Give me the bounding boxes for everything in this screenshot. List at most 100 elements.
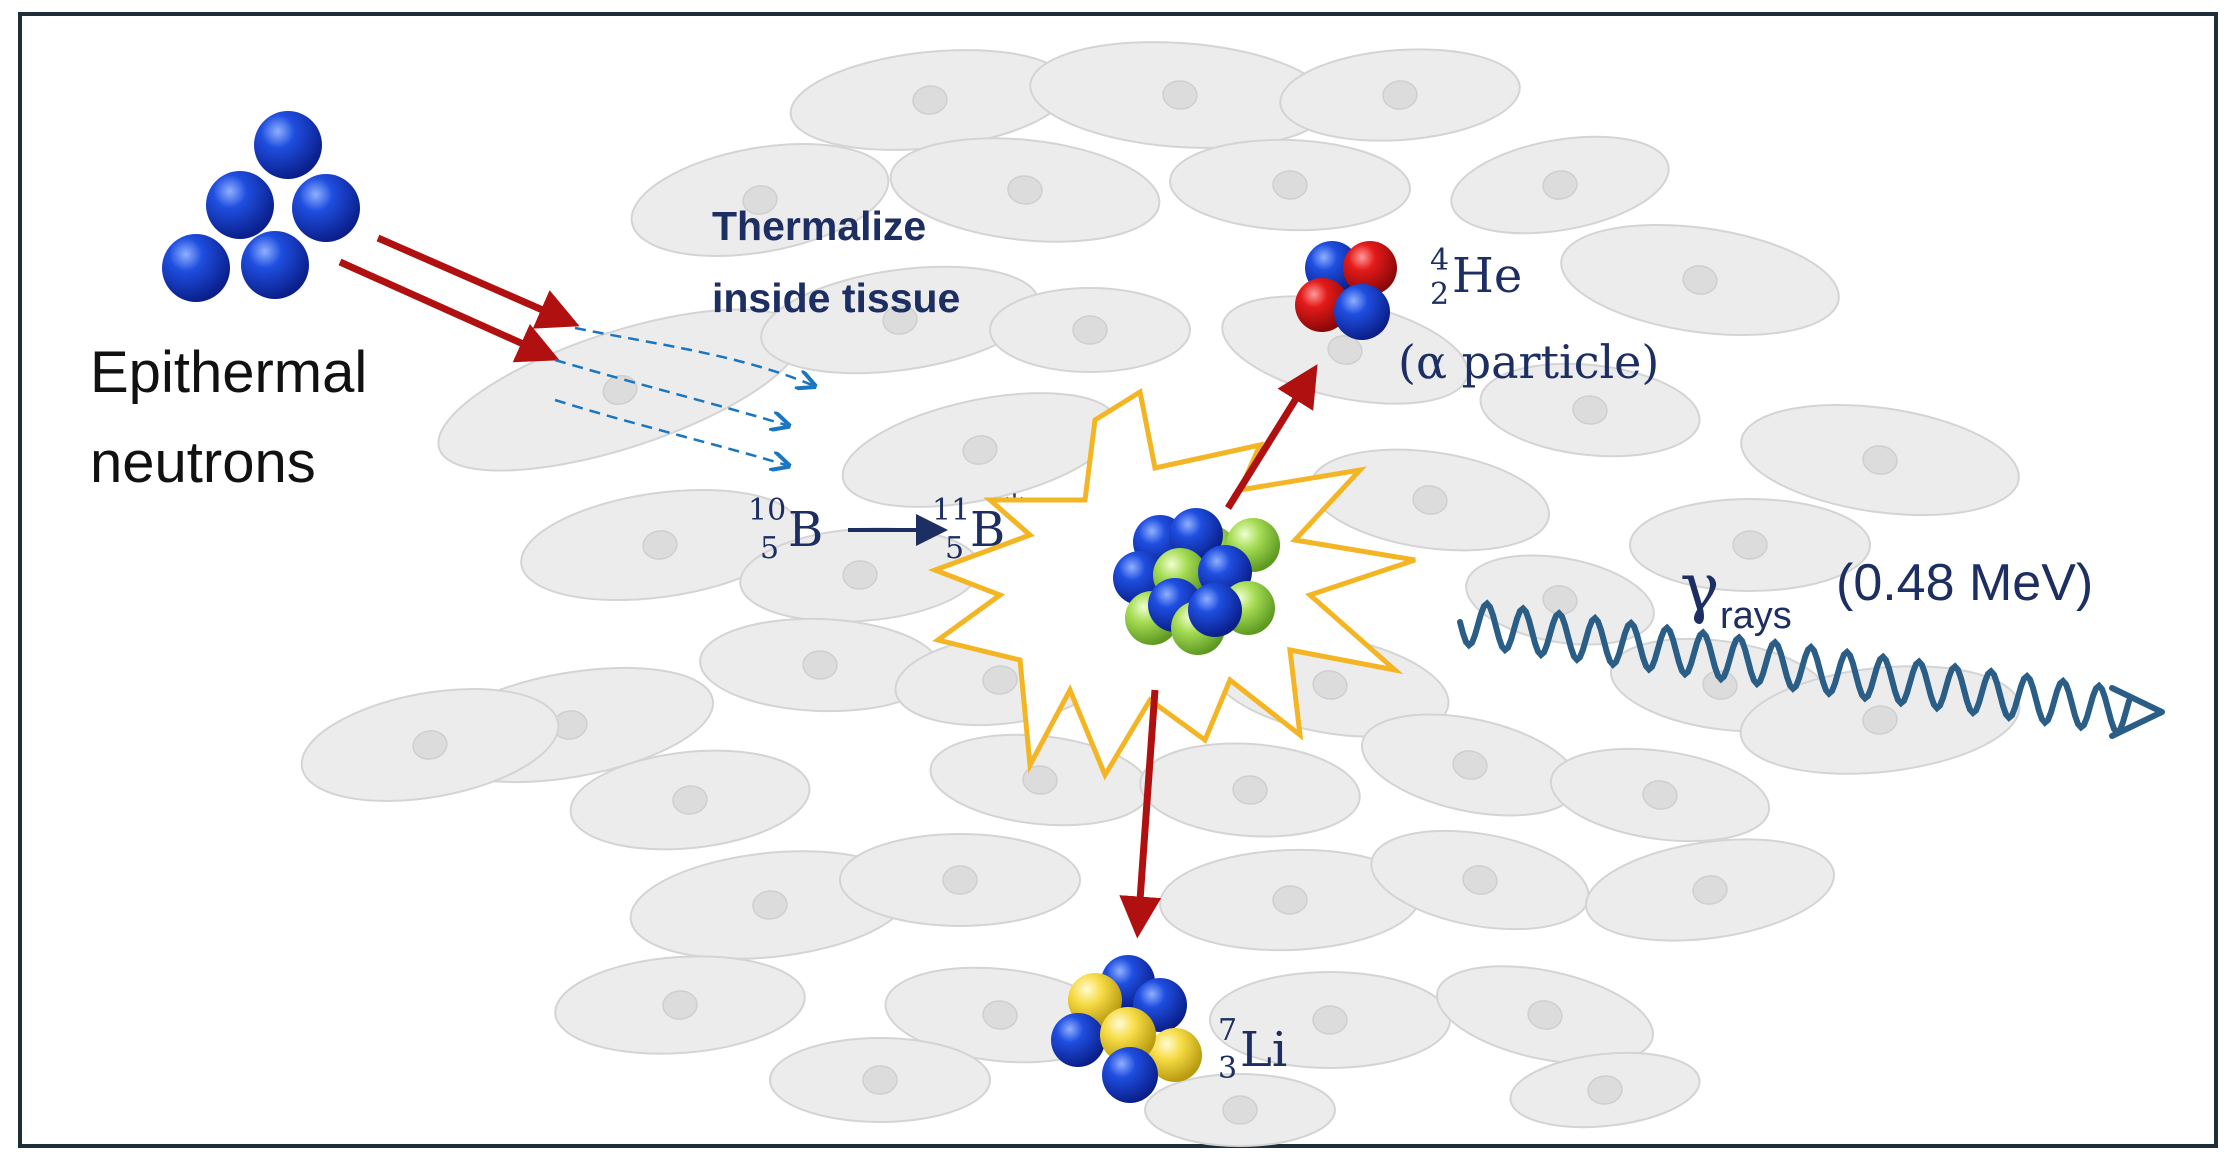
cell-nucleus <box>1572 395 1608 425</box>
cell-nucleus <box>1412 485 1448 515</box>
cell-nucleus <box>882 305 918 335</box>
tissue-cell <box>889 137 1161 243</box>
gamma-ray-wave <box>1457 599 2132 737</box>
tissue-cell <box>1585 838 1835 942</box>
neutron-sphere <box>162 234 230 302</box>
helium-mass-number: 4 <box>1430 243 1449 278</box>
neutron-beam-arrow <box>338 258 560 363</box>
boron-11-mass-number: 11 <box>932 493 970 528</box>
tissue-cells <box>300 41 2021 1147</box>
tissue-cell <box>1436 965 1654 1065</box>
tissue-cell <box>569 749 811 851</box>
cell-nucleus <box>862 1065 898 1095</box>
tissue-cell <box>1309 448 1551 552</box>
cell-nucleus <box>982 665 1018 695</box>
cell-nucleus <box>962 435 998 465</box>
cell-nucleus <box>982 1000 1018 1030</box>
cell-nucleus <box>1312 670 1348 700</box>
thermalize-label-line2: inside tissue <box>712 275 960 321</box>
alpha-emission-arrow <box>1225 364 1318 510</box>
tissue-cell <box>839 833 1081 927</box>
cell-nucleus <box>1702 670 1738 700</box>
boron-11-atomic-number: 5 <box>945 531 964 566</box>
tissue-cell <box>1144 1073 1336 1147</box>
cell-nucleus <box>1072 315 1108 345</box>
gamma-energy-label: (0.48 MeV) <box>1836 554 2093 612</box>
tissue-cell <box>1509 1051 1701 1129</box>
cell-nucleus <box>842 560 878 590</box>
tissue-cell <box>1740 403 2020 517</box>
lithium-mass-number: 7 <box>1218 1013 1237 1048</box>
nucleon-sphere <box>1100 1007 1156 1063</box>
nucleon-sphere <box>1148 1028 1202 1082</box>
cell-nucleus <box>1162 80 1198 110</box>
cell-nucleus <box>1007 175 1043 205</box>
cell-nucleus <box>1692 875 1728 905</box>
cell-nucleus <box>1587 1075 1623 1105</box>
gamma-arrowhead <box>2109 685 2165 739</box>
cell-nucleus <box>1462 865 1498 895</box>
cell-nucleus <box>412 730 448 760</box>
boron-10-symbol: B <box>788 502 823 558</box>
lithium-emission-arrow <box>1119 689 1162 939</box>
cell-nucleus <box>642 530 678 560</box>
tissue-cell <box>989 287 1191 373</box>
gamma-rays-subscript: rays <box>1720 595 1792 637</box>
cell-nucleus <box>1682 265 1718 295</box>
tissue-cell <box>789 49 1071 151</box>
cell-nucleus <box>1862 705 1898 735</box>
epithermal-label-line2: neutrons <box>90 430 316 495</box>
tissue-cell <box>1479 362 1701 458</box>
cell-nucleus <box>742 185 778 215</box>
lithium-symbol: Li <box>1240 1022 1287 1078</box>
tissue-cell <box>1139 742 1361 838</box>
gamma-symbol: γ <box>1680 549 1719 626</box>
cell-nucleus <box>1232 775 1268 805</box>
thermalization-path <box>554 358 786 425</box>
boron-11-nucleus <box>1113 508 1280 655</box>
tissue-cell <box>1169 138 1411 232</box>
cell-nucleus <box>1642 780 1678 810</box>
boron-10-atomic-number: 5 <box>760 531 779 566</box>
tissue-cell <box>1370 829 1590 931</box>
cell-nucleus <box>1862 445 1898 475</box>
cell-nucleus <box>1327 335 1363 365</box>
cell-nucleus <box>662 990 698 1020</box>
tissue-cell <box>1209 971 1451 1069</box>
neutron-sphere <box>292 174 360 242</box>
cell-nucleus <box>1452 750 1488 780</box>
neutron-sphere <box>254 111 322 179</box>
neutron-sphere <box>241 231 309 299</box>
proton-sphere <box>1343 241 1397 295</box>
tissue-cell <box>1279 48 1521 142</box>
tissue-cell <box>1739 665 2021 775</box>
cell-nucleus <box>1272 170 1308 200</box>
cell-nucleus <box>942 865 978 895</box>
helium-atomic-number: 2 <box>1430 277 1449 312</box>
epithermal-neutrons-label: Epithermal neutrons <box>90 340 383 495</box>
thermalize-label-line1: Thermalize <box>712 203 926 249</box>
helium-nucleus <box>1295 241 1397 340</box>
proton-sphere <box>1334 284 1390 340</box>
cell-nucleus <box>1382 80 1418 110</box>
cell-nucleus <box>672 785 708 815</box>
tissue-cell <box>769 1037 991 1123</box>
cell-nucleus <box>1542 170 1578 200</box>
cell-nucleus <box>1272 885 1308 915</box>
tissue-cell <box>630 143 890 257</box>
boron-10-mass-number: 10 <box>748 493 786 528</box>
cell-nucleus <box>802 650 838 680</box>
cell-nucleus <box>1222 1095 1258 1125</box>
tissue-cell <box>1450 135 1670 235</box>
cell-nucleus <box>1527 1000 1563 1030</box>
tissue-cell <box>520 488 800 602</box>
helium-symbol: He <box>1452 248 1522 304</box>
tissue-cell <box>1549 747 1771 843</box>
cell-nucleus <box>752 890 788 920</box>
cell-nucleus <box>912 85 948 115</box>
lithium-nucleus <box>1051 955 1202 1103</box>
nucleon-sphere <box>1102 1047 1158 1103</box>
alpha-particle-label: (α particle) <box>1398 335 1659 389</box>
epithermal-neutron-cluster <box>162 111 360 302</box>
tissue-cell <box>1560 223 1840 337</box>
